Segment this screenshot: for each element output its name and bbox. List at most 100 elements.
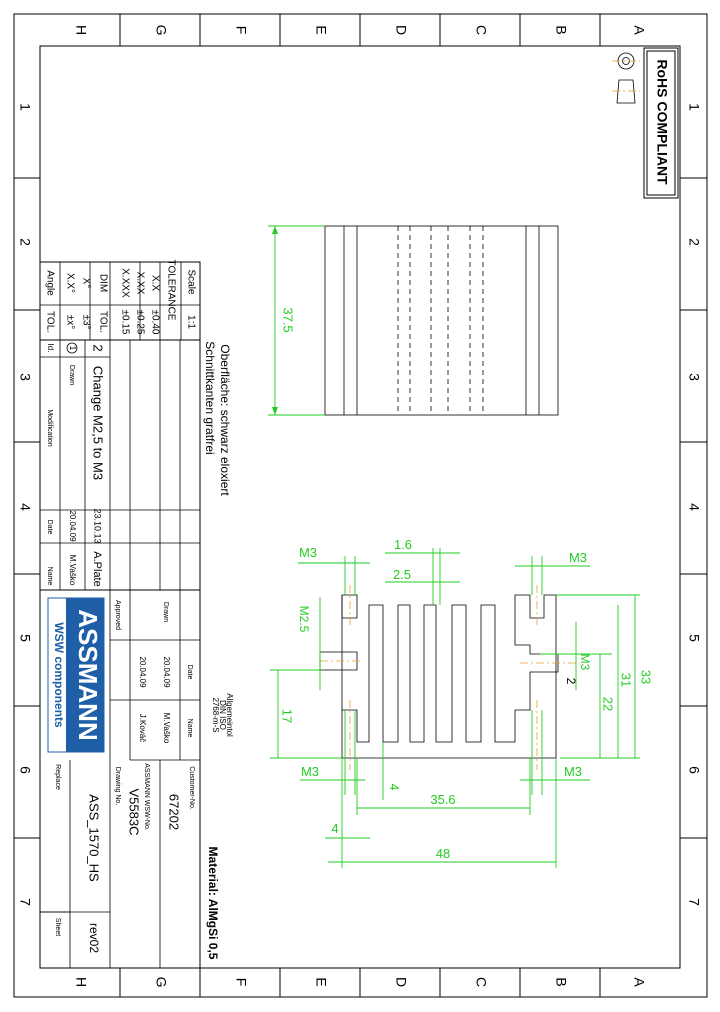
tb-drawing-no-label: Drawing No. xyxy=(114,767,121,806)
tol-row-4-tol: TOL. xyxy=(97,311,108,333)
zone-letter-bottom-d: D xyxy=(393,977,409,987)
dim-w35-6-label: 35.6 xyxy=(430,792,455,807)
dim-slot-bottom-left-label: M3 xyxy=(301,764,319,779)
dim-h33-label: 33 xyxy=(639,670,654,684)
zone-letter-top-f: F xyxy=(233,26,249,35)
dim-slot-left-label: M2.5 xyxy=(297,606,311,633)
tol-row-4-dim: DIM xyxy=(97,274,108,292)
zone-number-left-2: 2 xyxy=(17,238,33,246)
zone-letter-top-d: D xyxy=(393,25,409,35)
zone-letter-top-c: C xyxy=(473,25,489,35)
dim-slot-right-depth-label: 2 xyxy=(564,678,578,685)
zone-number-left-6: 6 xyxy=(17,766,33,774)
dim-edge-4-label: 4 xyxy=(331,821,338,836)
zone-number-right-4: 4 xyxy=(686,503,702,511)
dim-slot-bottom-right-label: M3 xyxy=(564,764,582,779)
dim-h17-label: 17 xyxy=(280,709,295,723)
tb-approved-label: Approved xyxy=(114,600,121,630)
dim-slot-top-left-label: M3 xyxy=(299,545,317,560)
profile-dimensions: 1.6 2.5 M3 M3 M2.5 M3 2 22 31 33 17 xyxy=(270,537,654,868)
zone-number-left-7: 7 xyxy=(17,898,33,906)
zone-letter-top-e: E xyxy=(313,25,329,34)
tb-approved-name: J.Kováč xyxy=(138,714,147,742)
tb-drawn-date: 20.04.09 xyxy=(162,656,171,688)
dim-h22-label: 22 xyxy=(601,697,616,711)
tolerance-table: Scale 1:1 TOLERANCE X.X ±0.40 X.XX ±0.25… xyxy=(39,260,201,341)
tol-row-6-dim: X.X° xyxy=(64,273,75,293)
projection-symbol xyxy=(612,52,640,104)
tol-row-3-dim: X.XXX xyxy=(119,268,130,298)
rev-id-label: Id. xyxy=(46,344,55,353)
note-edges: Schnittkanten gratfrei xyxy=(203,341,217,454)
dim-small-4-label: 4 xyxy=(387,784,401,791)
note-general-tol-class: 2768-m-S xyxy=(211,697,220,732)
rev-entry-name: A.Plate xyxy=(91,551,103,586)
dimension-side-height: 37.5 xyxy=(268,225,325,416)
dim-slot-top-right-label: M3 xyxy=(569,550,587,565)
dim-w48-label: 48 xyxy=(436,846,450,861)
tb-assmann-no-label: ASSMANN WSW-No. xyxy=(143,763,150,831)
tol-row-5-dim: X° xyxy=(80,278,91,289)
tb-approved-date: 20.04.09 xyxy=(138,656,147,688)
zone-number-left-4: 4 xyxy=(17,503,33,511)
zone-number-right-1: 1 xyxy=(686,103,702,111)
tb-customer-no: 67202 xyxy=(167,794,182,830)
tolerance-label: TOLERANCE xyxy=(165,260,176,321)
tol-row-7-dim: Angle xyxy=(44,270,55,296)
tb-revision: rev02 xyxy=(87,923,101,953)
tol-row-7-tol: TOL. xyxy=(44,311,55,333)
tol-row-1-dim: X.X xyxy=(149,275,160,291)
zone-letter-top-g: G xyxy=(153,25,169,36)
note-general-tol-title: Allgemeintol xyxy=(225,693,234,737)
tol-row-1-tol: ±0.40 xyxy=(149,310,160,335)
rev-entry-index: 2 xyxy=(91,344,106,351)
tb-customer-no-label: Customer-No. xyxy=(188,766,195,810)
heatsink-profile-view xyxy=(319,585,580,770)
rohs-compliant-badge: RoHS COMPLIANT xyxy=(643,47,679,199)
rev-drawn-name: M.Vaško xyxy=(68,555,77,586)
dim-fin-width-label: 1.6 xyxy=(394,537,412,552)
zone-number-right-5: 5 xyxy=(686,634,702,642)
tb-name-label: Name xyxy=(186,719,193,738)
zone-letter-bottom-f: F xyxy=(233,978,249,987)
zone-letter-bottom-b: B xyxy=(553,977,569,986)
tol-row-3-tol: ±0.15 xyxy=(119,310,130,335)
zone-letter-bottom-c: C xyxy=(473,977,489,987)
zone-letter-bottom-e: E xyxy=(313,977,329,986)
logo-sub-text: WSW components xyxy=(52,622,66,728)
dim-slot-right-label: M3 xyxy=(578,654,592,671)
rev-entry-date: 23.10.13 xyxy=(93,508,103,543)
zone-number-right-3: 3 xyxy=(686,373,702,381)
dim-side-height-label: 37.5 xyxy=(281,307,296,332)
logo-main-text: ASSMANN xyxy=(73,609,103,740)
tb-sheet-label: Sheet xyxy=(54,918,61,936)
outer-frame xyxy=(13,13,708,998)
tb-date-label: Date xyxy=(186,665,193,680)
scale-label: Scale xyxy=(185,269,196,294)
rev-drawn-label: Drawn xyxy=(68,365,75,385)
zone-number-right-7: 7 xyxy=(686,898,702,906)
zone-number-right-6: 6 xyxy=(686,766,702,774)
dim-h31-label: 31 xyxy=(619,673,634,687)
rev-date-label: Date xyxy=(46,520,53,535)
heatsink-side-view xyxy=(324,225,559,416)
zone-dividers xyxy=(14,14,707,997)
zone-letter-top-h: H xyxy=(73,25,89,35)
title-block: ASSMANN WSW components Drawn Approved Da… xyxy=(39,589,201,969)
tol-row-6-tol: ±x° xyxy=(64,315,75,330)
rev-name-label: Name xyxy=(46,567,53,586)
zone-letter-top-b: B xyxy=(553,25,569,34)
revision-table: Id. 1 Drawn Modification Date Name 2 Cha… xyxy=(39,339,201,591)
zone-number-left-1: 1 xyxy=(17,103,33,111)
tb-replace-label: Replace xyxy=(54,764,61,790)
note-general-tol-std: DIN ISO xyxy=(218,700,227,730)
tol-row-5-tol: ±3° xyxy=(80,314,91,329)
tb-drawn-name: M.Vaško xyxy=(162,713,171,744)
zone-letter-bottom-g: G xyxy=(153,977,169,988)
scale-value: 1:1 xyxy=(185,315,196,329)
tb-drawn-label: Drawn xyxy=(162,602,169,622)
rev-drawn-date: 20.04.09 xyxy=(68,510,77,542)
note-material: Material: AlMgSi 0,5 xyxy=(206,847,220,960)
zone-number-right-2: 2 xyxy=(686,238,702,246)
